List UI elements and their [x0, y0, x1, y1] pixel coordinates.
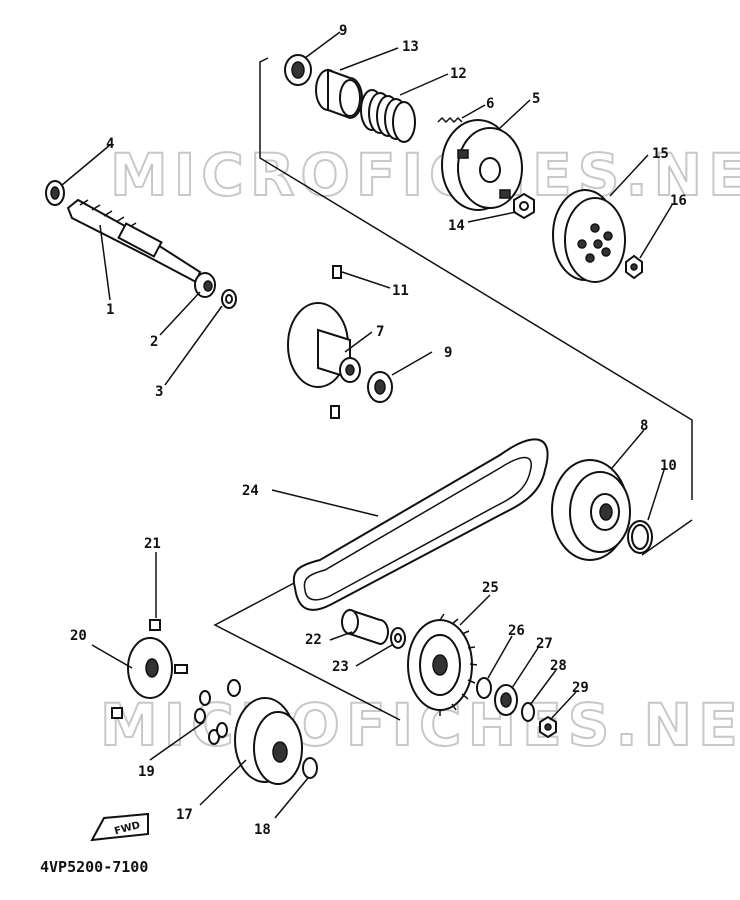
callout-2: 2 — [150, 334, 158, 350]
callout-15: 15 — [652, 146, 669, 162]
part-13-sleeve — [315, 68, 363, 120]
callout-labels: 4 1 2 3 9 13 12 6 5 14 15 16 11 7 9 8 10… — [70, 23, 687, 838]
callout-9-top: 9 — [339, 23, 347, 39]
callout-25: 25 — [482, 580, 499, 596]
callout-11: 11 — [392, 283, 409, 299]
callout-21: 21 — [144, 536, 161, 552]
part-25-primary-fixed-sheave — [407, 613, 478, 716]
callout-28: 28 — [550, 658, 567, 674]
callout-20: 20 — [70, 628, 87, 644]
part-6-clutch-spring — [437, 116, 463, 124]
callout-8: 8 — [640, 418, 648, 434]
part-16-nut — [625, 254, 643, 280]
callout-22: 22 — [305, 632, 322, 648]
part-10-o-ring — [627, 520, 653, 554]
fwd-arrow-icon: FWD — [90, 812, 149, 842]
watermark-top: MICROFICHES.NET — [110, 141, 740, 209]
part-21-slider — [149, 619, 161, 631]
callout-24: 24 — [242, 483, 259, 499]
part-5-clutch-carrier — [441, 119, 523, 211]
part-3-washer — [221, 289, 237, 309]
callout-6: 6 — [486, 96, 494, 112]
callout-23: 23 — [332, 659, 349, 675]
part-7-sliding-sheave — [287, 302, 361, 388]
callout-7: 7 — [376, 324, 384, 340]
callout-4: 4 — [106, 136, 114, 152]
part-8-fixed-sheave — [551, 459, 631, 561]
callout-12: 12 — [450, 66, 467, 82]
part-29-nut — [539, 715, 557, 739]
callout-27: 27 — [536, 636, 553, 652]
part-23-washer — [390, 627, 406, 649]
part-1-shaft — [66, 198, 202, 284]
part-9-seal-top — [284, 54, 312, 86]
part-20-cam — [111, 637, 188, 719]
part-18-collar — [302, 757, 318, 779]
callout-29: 29 — [572, 680, 589, 696]
part-26-spacer — [476, 677, 492, 699]
part-28-washer — [521, 702, 535, 722]
part-11-pin — [330, 265, 342, 419]
part-27-clutch — [494, 684, 518, 716]
callout-5: 5 — [532, 91, 540, 107]
callout-19: 19 — [138, 764, 155, 780]
part-15-clutch-housing — [552, 189, 626, 283]
diagram-code: 4VP5200-7100 — [40, 858, 149, 876]
leader-lines — [61, 31, 673, 819]
assembly-frame-upper — [259, 57, 693, 556]
callout-3: 3 — [155, 384, 163, 400]
callout-13: 13 — [402, 39, 419, 55]
assembly-frame-lower — [213, 581, 401, 721]
part-14-nut — [513, 192, 535, 220]
part-24-v-belt — [292, 438, 549, 611]
part-9-seal-middle — [367, 371, 393, 403]
callout-1: 1 — [106, 302, 114, 318]
callout-9-middle: 9 — [444, 345, 452, 361]
part-17-sliding-sheave — [234, 697, 303, 785]
callout-26: 26 — [508, 623, 525, 639]
part-19-weights — [194, 679, 241, 745]
part-12-spring — [360, 89, 416, 143]
callout-10: 10 — [660, 458, 677, 474]
part-22-collar — [341, 608, 389, 646]
callout-16: 16 — [670, 193, 687, 209]
part-4-bearing — [45, 180, 65, 206]
callout-17: 17 — [176, 807, 193, 823]
callout-18: 18 — [254, 822, 271, 838]
part-2-bearing — [194, 272, 216, 298]
callout-14: 14 — [448, 218, 465, 234]
